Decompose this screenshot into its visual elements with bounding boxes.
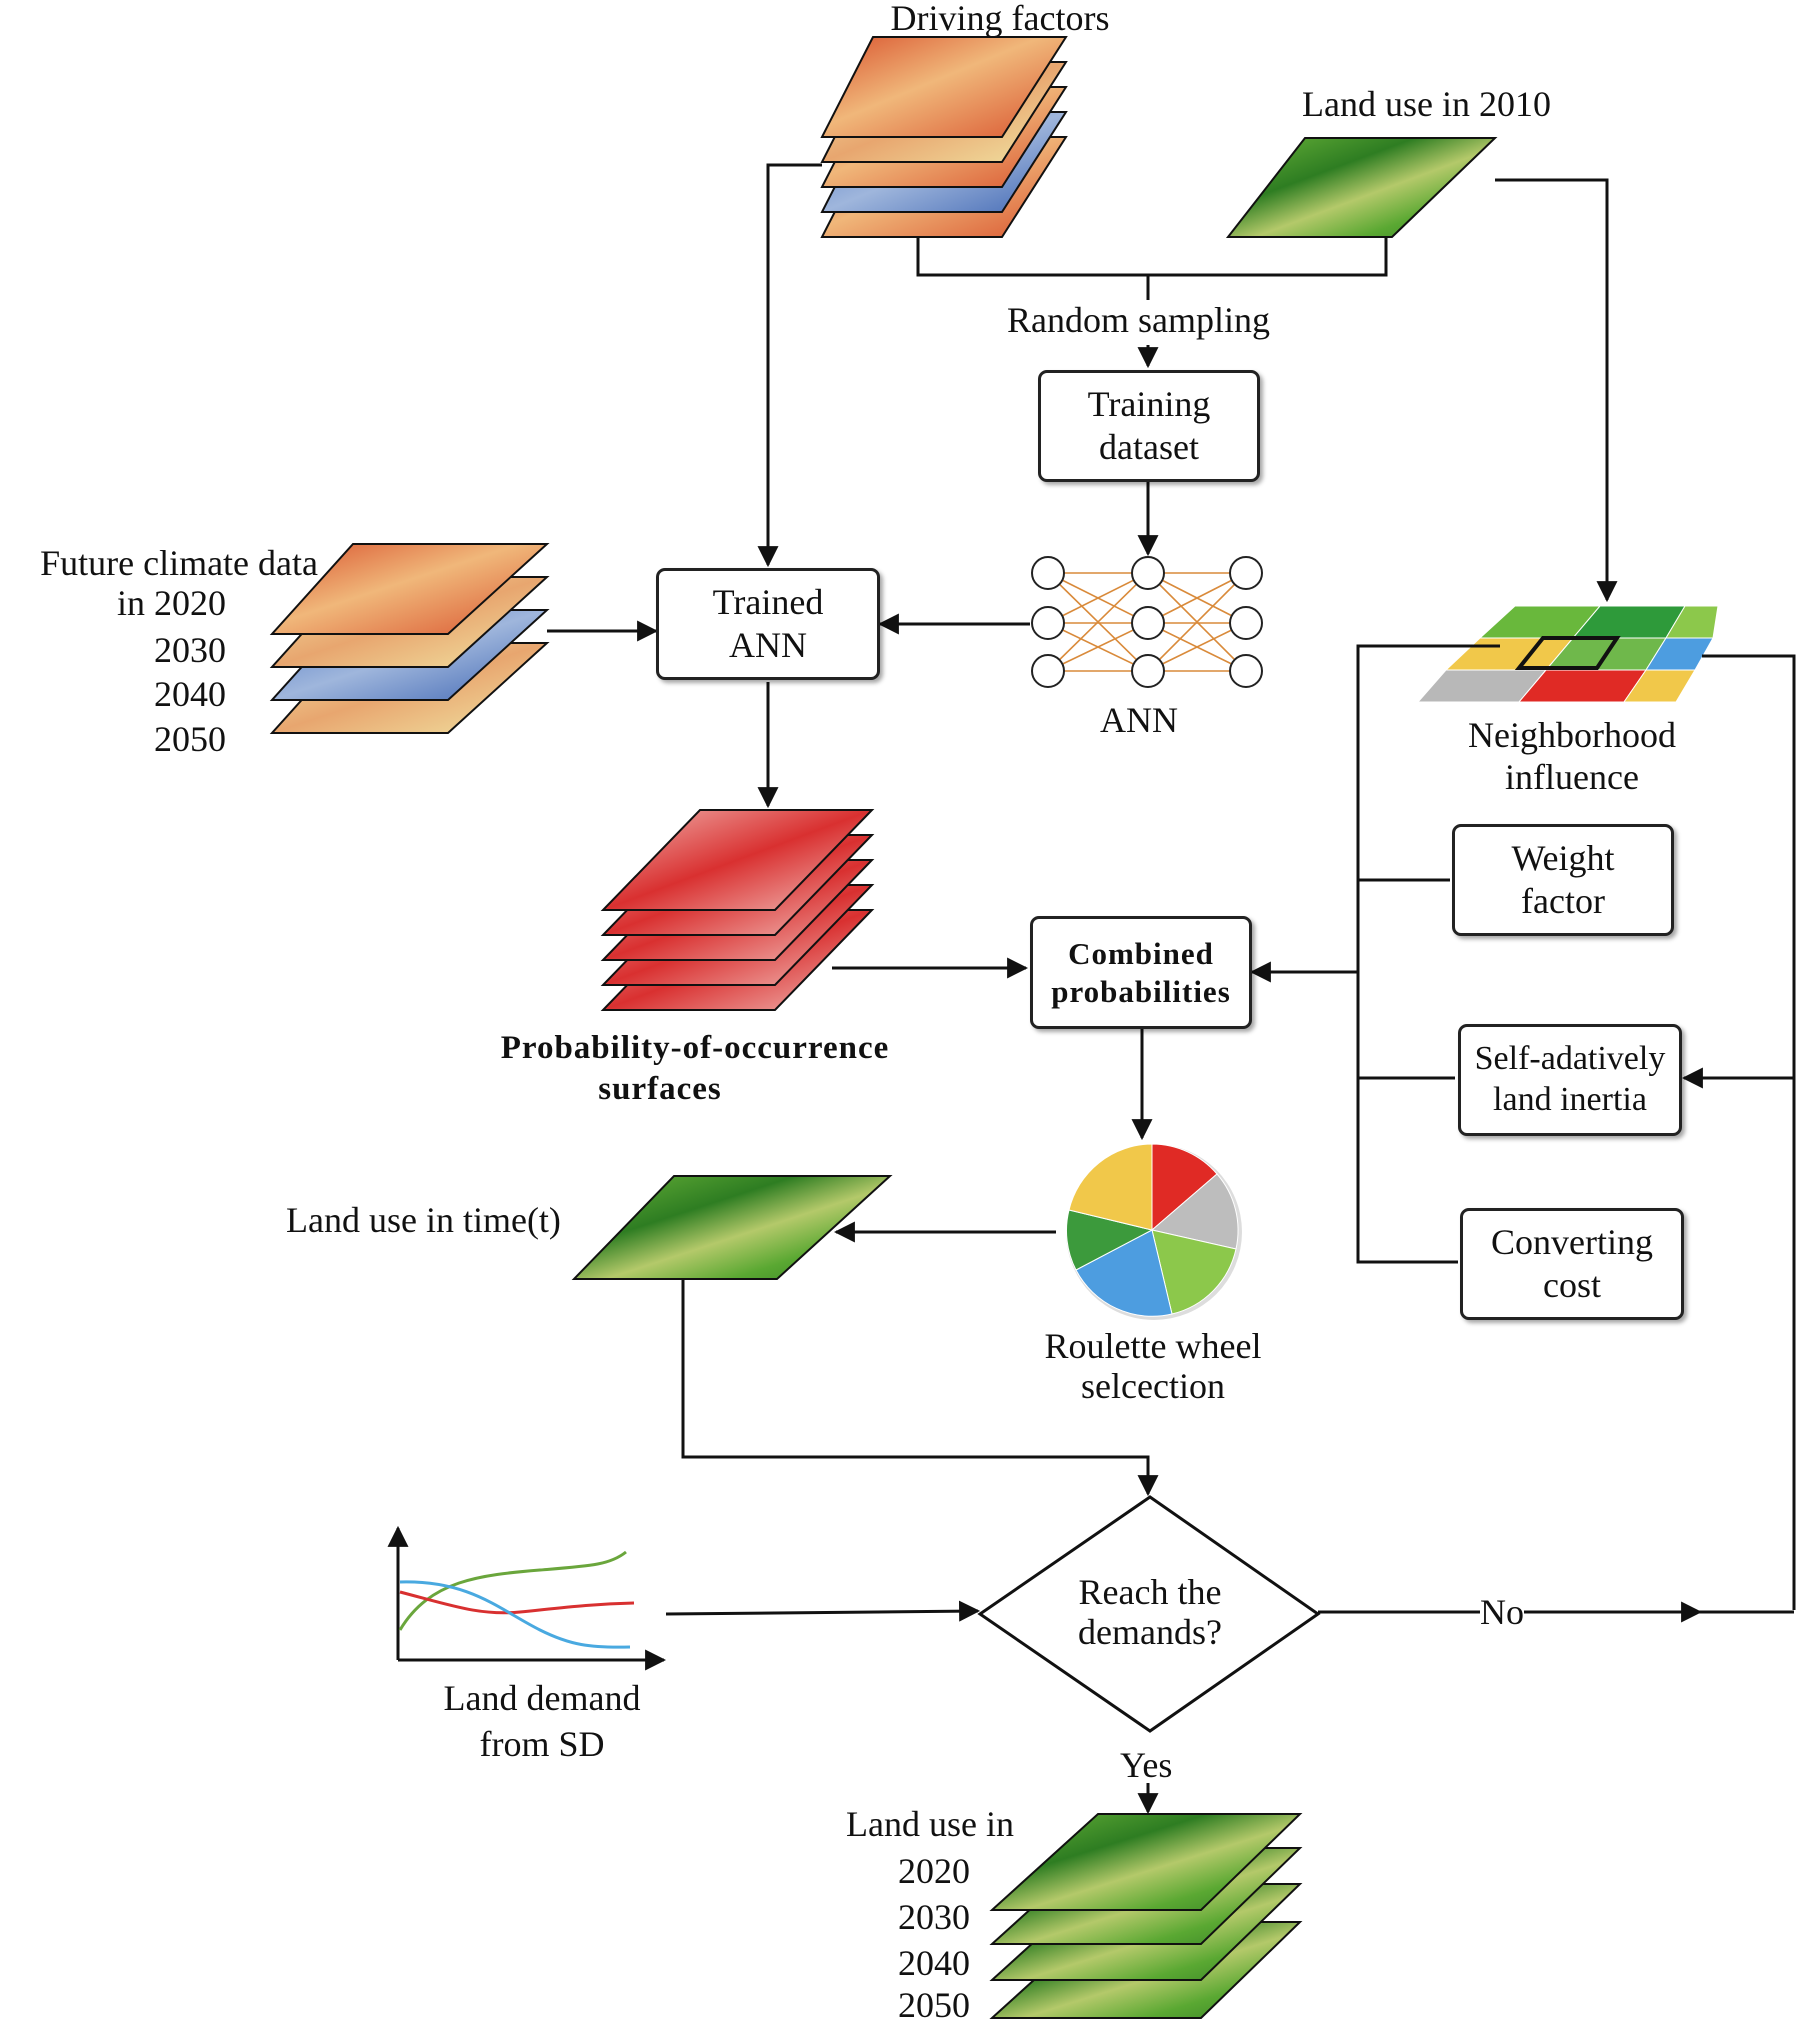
decision-yes-label: Yes xyxy=(1120,1745,1173,1785)
land-use-time-label: Land use in time(t) xyxy=(286,1200,561,1240)
random-sampling-label: Random sampling xyxy=(1007,300,1270,340)
weight-factor-box: Weight factor xyxy=(1452,824,1674,936)
future-climate-line1: Future climate data xyxy=(40,543,318,583)
decision-line1: Reach the xyxy=(1078,1572,1222,1612)
training-dataset-box: Training dataset xyxy=(1038,370,1260,482)
land-use-future-year-2050: 2050 xyxy=(898,1985,970,2025)
converting-cost-line1: Converting xyxy=(1491,1221,1653,1262)
probability-surfaces-stack xyxy=(600,809,875,1011)
demand-to-decision-arrow xyxy=(665,1600,981,1622)
land-demand-chart-icon xyxy=(387,1525,667,1671)
land-use-time-map xyxy=(571,1175,893,1280)
drivers-to-trained-ann-arrow xyxy=(757,163,822,568)
driving-factors-stack xyxy=(820,36,1068,238)
converting-cost-line2: cost xyxy=(1543,1265,1601,1305)
future-climate-stack xyxy=(269,543,550,734)
sampling-connectors xyxy=(916,237,1388,369)
factor-bus-lines xyxy=(1356,644,1500,1264)
land-use-2010-title: Land use in 2010 xyxy=(1302,84,1551,124)
no-loop-right-line xyxy=(1702,654,1796,1610)
land-use-future-year-2040: 2040 xyxy=(898,1943,970,1983)
probability-surfaces-line1: Probability-of-occurrence xyxy=(500,1030,890,1066)
land-use-2010-map xyxy=(1225,137,1498,238)
land-demand-line2: from SD xyxy=(479,1724,605,1764)
decision-no-label: No xyxy=(1480,1592,1524,1634)
ann-network-diagram xyxy=(1031,556,1263,688)
landuse-time-to-decision-arrow xyxy=(681,1279,1159,1497)
self-adaptive-line2: land inertia xyxy=(1493,1081,1647,1118)
landuse-to-neighborhood-arrow xyxy=(1495,178,1618,603)
combined-probabilities-box: Combined probabilities xyxy=(1030,916,1252,1029)
future-climate-year-2040: 2040 xyxy=(154,674,226,714)
converting-cost-box: Converting cost xyxy=(1460,1208,1684,1320)
neighborhood-grid xyxy=(1416,605,1719,703)
roulette-wheel xyxy=(1066,1143,1242,1320)
self-adaptive-line1: Self-adatively xyxy=(1474,1040,1666,1078)
roulette-line2: selcection xyxy=(1081,1366,1225,1406)
combined-probabilities-line1: Combined xyxy=(1068,936,1214,972)
land-demand-line1: Land demand xyxy=(443,1678,641,1718)
future-climate-year-2050: 2050 xyxy=(154,719,226,759)
land-use-future-title: Land use in xyxy=(846,1804,1014,1844)
land-use-future-stack xyxy=(989,1813,1303,2019)
future-climate-year-2030: 2030 xyxy=(154,630,226,670)
trained-ann-line1: Trained xyxy=(712,581,824,622)
training-dataset-line1: Training xyxy=(1087,383,1211,424)
land-use-future-year-2020: 2020 xyxy=(898,1851,970,1891)
trained-ann-box: Trained ANN xyxy=(656,568,880,680)
weight-factor-line2: factor xyxy=(1521,881,1605,921)
probability-surfaces-line2: surfaces xyxy=(598,1071,722,1107)
neighborhood-line2: influence xyxy=(1505,757,1639,797)
neighborhood-line1: Neighborhood xyxy=(1468,715,1676,755)
land-use-future-year-2030: 2030 xyxy=(898,1897,970,1937)
decision-line2: demands? xyxy=(1078,1612,1222,1652)
driving-factors-title: Driving factors xyxy=(890,0,1110,38)
decision-diamond xyxy=(977,1495,1321,1733)
self-adaptive-box: Self-adatively land inertia xyxy=(1458,1024,1682,1136)
future-climate-line2: in 2020 xyxy=(116,583,226,623)
training-dataset-line2: dataset xyxy=(1099,427,1199,467)
trained-ann-line2: ANN xyxy=(729,625,807,665)
weight-factor-line1: Weight xyxy=(1511,837,1615,878)
ann-label: ANN xyxy=(1100,700,1178,740)
roulette-line1: Roulette wheel xyxy=(1044,1326,1262,1366)
combined-probabilities-line2: probabilities xyxy=(1051,973,1231,1009)
